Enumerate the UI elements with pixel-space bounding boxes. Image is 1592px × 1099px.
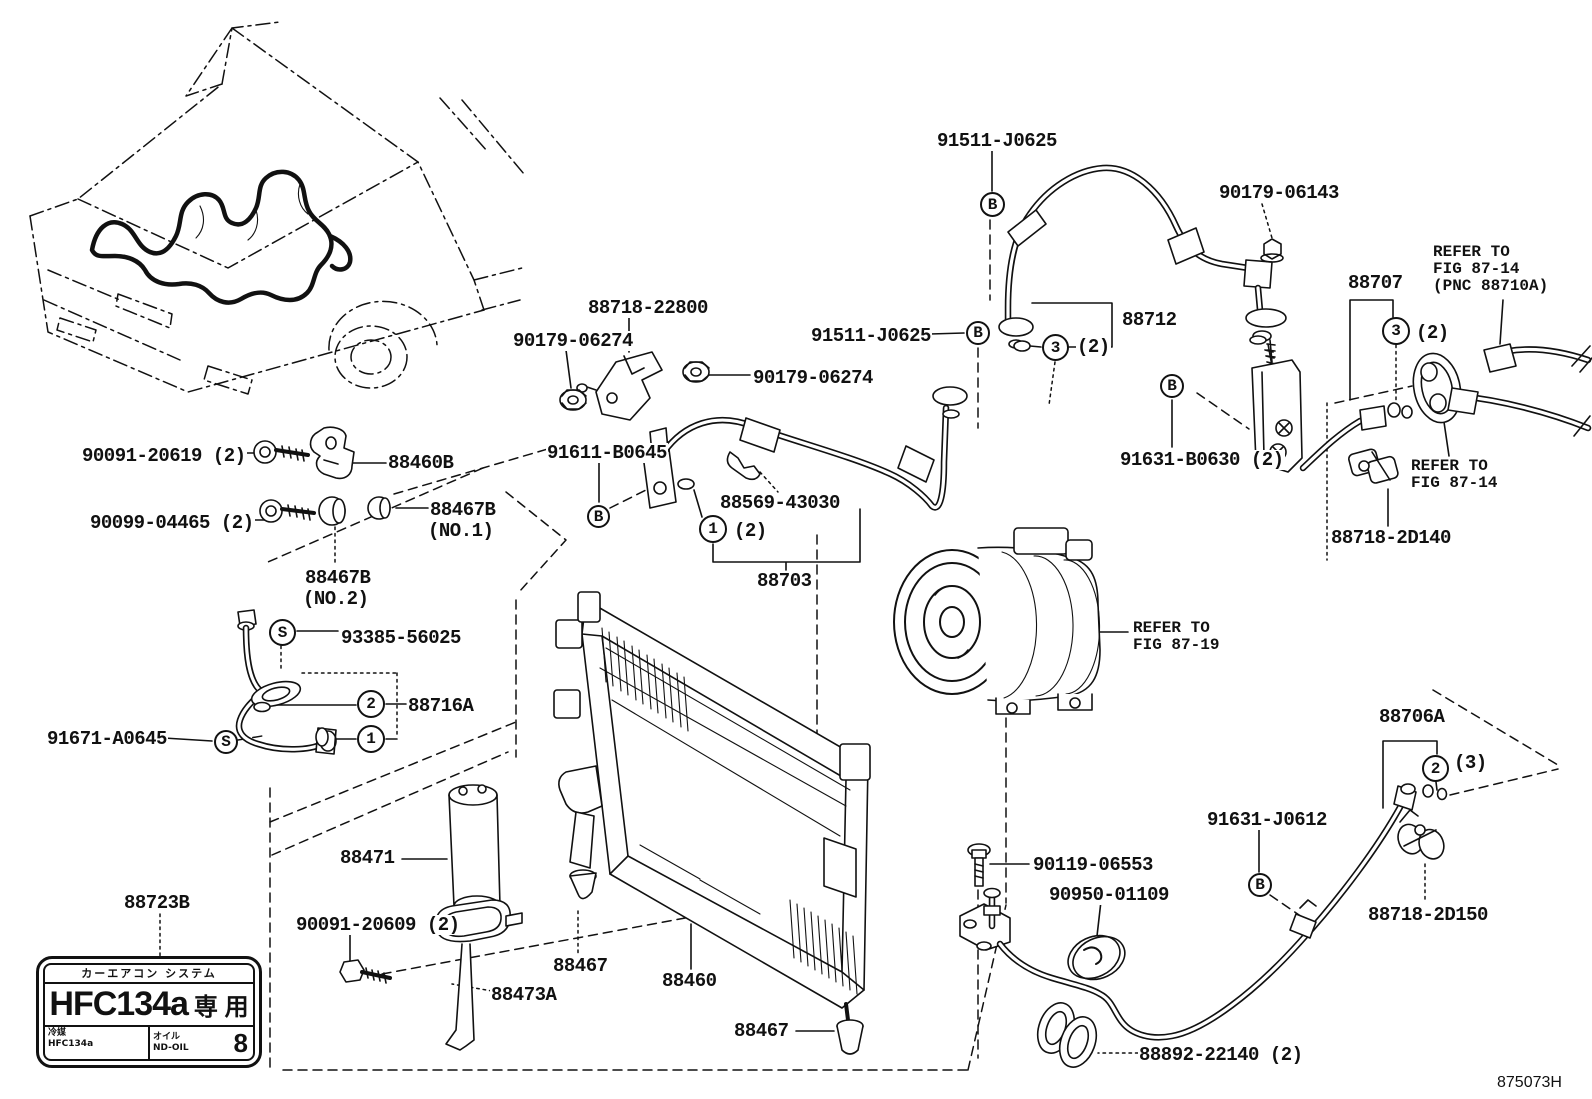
part-label-88718-2d150: 88718-2D150	[1367, 904, 1489, 926]
clamp-88460b-drawing	[309, 426, 355, 480]
grommet-88467b-no2	[318, 496, 346, 526]
callout-2-2: 2	[1422, 755, 1449, 782]
part-label-93385-56025: 93385-56025	[340, 627, 462, 649]
part-label-88716a: 88716A	[407, 695, 475, 717]
callout-s-1: S	[269, 619, 296, 646]
part-label-90091-20609: 90091-20609 (2)	[295, 914, 461, 936]
suffix-label-no1: (NO.1)	[427, 520, 495, 542]
part-label-90179-06274-left: 90179-06274	[512, 330, 634, 352]
qty-label-2-mid: (2)	[733, 520, 768, 542]
sticker-header: カーエアコン システム	[45, 965, 253, 984]
part-label-88460: 88460	[661, 970, 718, 992]
part-label-88703: 88703	[756, 570, 813, 592]
ac-piping-highlight	[89, 169, 353, 305]
callout-b-1: B	[980, 192, 1005, 217]
callout-1-1: 1	[699, 515, 727, 543]
sticker-oil-value: ND-OIL	[153, 1043, 189, 1053]
part-label-91511-j0625-mid: 91511-J0625	[810, 325, 932, 347]
grommet-88467-bottom	[836, 1019, 864, 1055]
qty-label-2-top: (2)	[1076, 336, 1111, 358]
part-label-88892-22140: 88892-22140 (2)	[1138, 1044, 1304, 1066]
bolt-90099-04465	[259, 499, 316, 523]
qty-label-2-right: (2)	[1415, 322, 1450, 344]
condenser-drawing	[553, 591, 871, 1055]
car-sketch	[29, 21, 525, 395]
nut-90179-06274-right	[682, 361, 710, 383]
part-label-88467b-no1: 88467B	[429, 499, 497, 521]
suffix-label-no2: (NO.2)	[302, 588, 370, 610]
part-label-90099-04465: 90099-04465 (2)	[89, 512, 255, 534]
callout-b-2: B	[966, 321, 990, 345]
refer-note-fig87-14-pnc: REFER TO FIG 87-14 (PNC 88710A)	[1432, 243, 1550, 295]
part-label-91631-j0612: 91631-J0612	[1206, 809, 1328, 831]
sticker-main-suffix: 専 用	[193, 994, 249, 1021]
callout-b-5: B	[1248, 873, 1272, 897]
part-label-91631-b0630: 91631-B0630 (2)	[1119, 449, 1285, 471]
discharge-hose-drawing	[998, 164, 1287, 367]
nut-90179-06274-left	[559, 389, 587, 411]
sticker-refrigerant-label: 冷媒	[48, 1028, 67, 1038]
part-label-90091-20619: 90091-20619 (2)	[81, 445, 247, 467]
part-label-91611-b0645: 91611-B0645	[546, 442, 668, 464]
bolt-90091-20609	[339, 959, 392, 984]
compressor-drawing	[893, 527, 1101, 715]
heater-hoses-drawing	[1447, 343, 1592, 437]
grommet-90950-01109	[1067, 934, 1126, 981]
qty-label-3: (3)	[1453, 752, 1488, 774]
leader-lines	[163, 149, 1504, 1032]
callout-b-3: B	[1160, 374, 1184, 398]
grommet-88467-mid	[569, 869, 597, 900]
firewall-pad-drawing	[1412, 352, 1462, 424]
drawing-code: 875073H	[1496, 1074, 1563, 1092]
part-label-88718-2d140: 88718-2D140	[1330, 527, 1452, 549]
part-label-91671-a0645: 91671-A0645	[46, 728, 168, 750]
part-label-90119-06553: 90119-06553	[1032, 854, 1154, 876]
sticker-oil-number: 8	[233, 1027, 248, 1058]
clamp-2d140-drawing	[1348, 448, 1399, 484]
sticker-refrigerant-value: HFC134a	[48, 1039, 94, 1049]
bolt-90091-20619	[253, 440, 310, 464]
part-label-88569-43030: 88569-43030	[719, 492, 841, 514]
suction-tube-drawing	[959, 783, 1448, 1041]
callout-s-2: S	[214, 730, 238, 754]
bolt-90119-06553	[967, 843, 991, 887]
grommet-88467b-no1	[367, 496, 391, 520]
refrigerant-sticker: カーエアコン システム HFC134a 専 用 冷媒 HFC134a オイル N…	[36, 956, 262, 1068]
clamp-2d150-drawing	[1397, 809, 1445, 860]
liquid-pipe-drawing	[235, 609, 337, 755]
part-label-88718-22800: 88718-22800	[587, 297, 709, 319]
part-label-88723b: 88723B	[123, 892, 191, 914]
callout-1-2: 1	[357, 725, 385, 753]
part-label-90179-06143: 90179-06143	[1218, 182, 1340, 204]
part-label-91511-j0625-top: 91511-J0625	[936, 130, 1058, 152]
part-label-88467-bottom: 88467	[733, 1020, 790, 1042]
refer-note-fig87-14: REFER TO FIG 87-14	[1410, 457, 1499, 492]
part-label-88467b-no2: 88467B	[304, 567, 372, 589]
pipe-bracket-drawing	[559, 351, 710, 421]
part-label-90179-06274-right: 90179-06274	[752, 367, 874, 389]
callout-2-1: 2	[357, 690, 385, 718]
part-label-88471: 88471	[339, 847, 396, 869]
part-label-88473a: 88473A	[490, 984, 558, 1006]
grommets-88892	[1036, 1002, 1098, 1068]
callout-3-1: 3	[1042, 334, 1069, 361]
part-label-88467-mid: 88467	[552, 955, 609, 977]
part-label-88706a: 88706A	[1378, 706, 1446, 728]
callout-b-4: B	[587, 505, 610, 528]
part-label-90950-01109: 90950-01109	[1048, 884, 1170, 906]
part-label-88460b: 88460B	[387, 452, 455, 474]
refer-note-fig87-19: REFER TO FIG 87-19	[1132, 619, 1221, 654]
part-label-88707: 88707	[1347, 272, 1404, 294]
sticker-refrigerant-type: HFC134a	[49, 985, 189, 1023]
sticker-oil-label: オイル	[153, 1032, 181, 1042]
part-label-88712: 88712	[1121, 309, 1178, 331]
callout-3-2: 3	[1382, 317, 1410, 345]
